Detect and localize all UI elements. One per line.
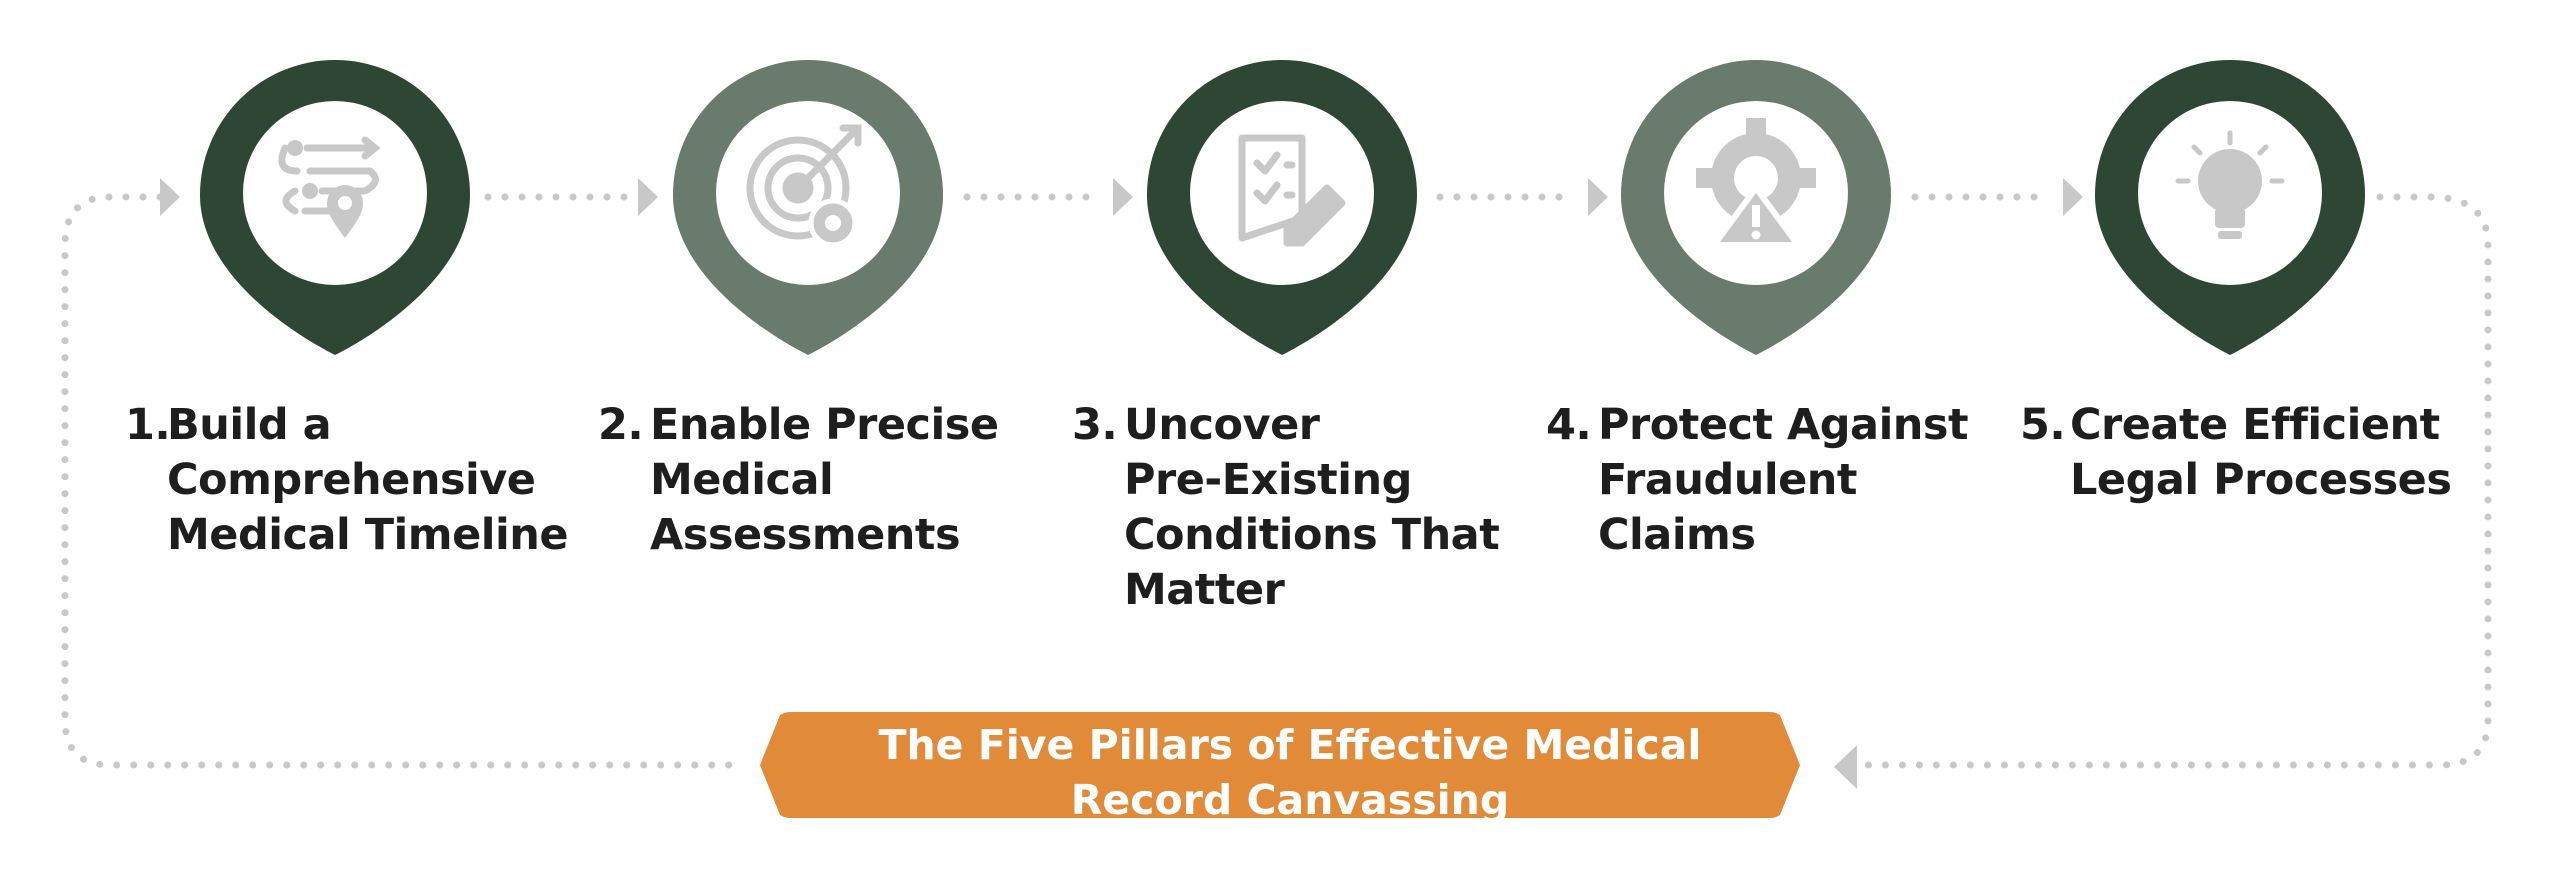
pillar-label-line: Uncover bbox=[1124, 400, 1320, 450]
arrow-right-icon bbox=[2063, 178, 2083, 216]
pillar-label-line: Create Efficient bbox=[2070, 400, 2440, 450]
banner-title-line: The Five Pillars of Effective Medical bbox=[878, 721, 1702, 769]
pillar-number: 2. bbox=[598, 400, 644, 450]
flow-arrowheads bbox=[160, 178, 2083, 789]
banner-title: The Five Pillars of Effective Medical Re… bbox=[790, 718, 1790, 828]
pillar-marker-4 bbox=[1621, 60, 1891, 355]
pillar-number: 4. bbox=[1546, 400, 1592, 450]
gear-warning-icon bbox=[1696, 118, 1816, 248]
lightbulb-icon bbox=[2175, 130, 2285, 239]
pillar-label-line: Matter bbox=[1124, 565, 1285, 615]
pillar-label-line: Pre-Existing bbox=[1124, 455, 1412, 505]
pillar-number: 3. bbox=[1072, 400, 1118, 450]
pillar-label-line: Enable Precise bbox=[650, 400, 999, 450]
route-timeline-icon bbox=[278, 136, 381, 238]
pillar-label-line: Claims bbox=[1598, 510, 1756, 560]
arrow-left-icon bbox=[1834, 745, 1857, 789]
pillar-marker-1 bbox=[200, 60, 470, 355]
pillar-marker-5 bbox=[2095, 60, 2365, 355]
banner-title-line: Record Canvassing bbox=[1070, 776, 1510, 824]
arrow-right-icon bbox=[160, 178, 180, 216]
pillar-label-line: Legal Processes bbox=[2070, 455, 2452, 505]
pillar-label-line: Comprehensive bbox=[167, 455, 536, 505]
pillar-label-line: Conditions That bbox=[1124, 510, 1500, 560]
target-gear-icon bbox=[746, 124, 862, 248]
arrow-right-icon bbox=[638, 178, 658, 216]
pillar-label-line: Build a bbox=[167, 400, 332, 450]
arrow-right-icon bbox=[1113, 178, 1133, 216]
checklist-pencil-icon bbox=[1238, 134, 1346, 247]
pillar-marker-3 bbox=[1147, 60, 1417, 355]
pillar-label-line: Medical bbox=[650, 455, 834, 505]
pillar-label-line: Protect Against bbox=[1598, 400, 1969, 450]
dotted-flow-path bbox=[61, 193, 2492, 769]
pillar-number: 1. bbox=[125, 400, 171, 450]
arrow-right-icon bbox=[1588, 178, 1608, 216]
pillar-marker-2 bbox=[673, 60, 943, 355]
pillar-label-line: Assessments bbox=[650, 510, 961, 560]
title-banner bbox=[760, 712, 1800, 818]
pillar-label-line: Medical Timeline bbox=[167, 510, 568, 560]
pillar-number: 5. bbox=[2020, 400, 2066, 450]
pillar-label-line: Fraudulent bbox=[1598, 455, 1857, 505]
